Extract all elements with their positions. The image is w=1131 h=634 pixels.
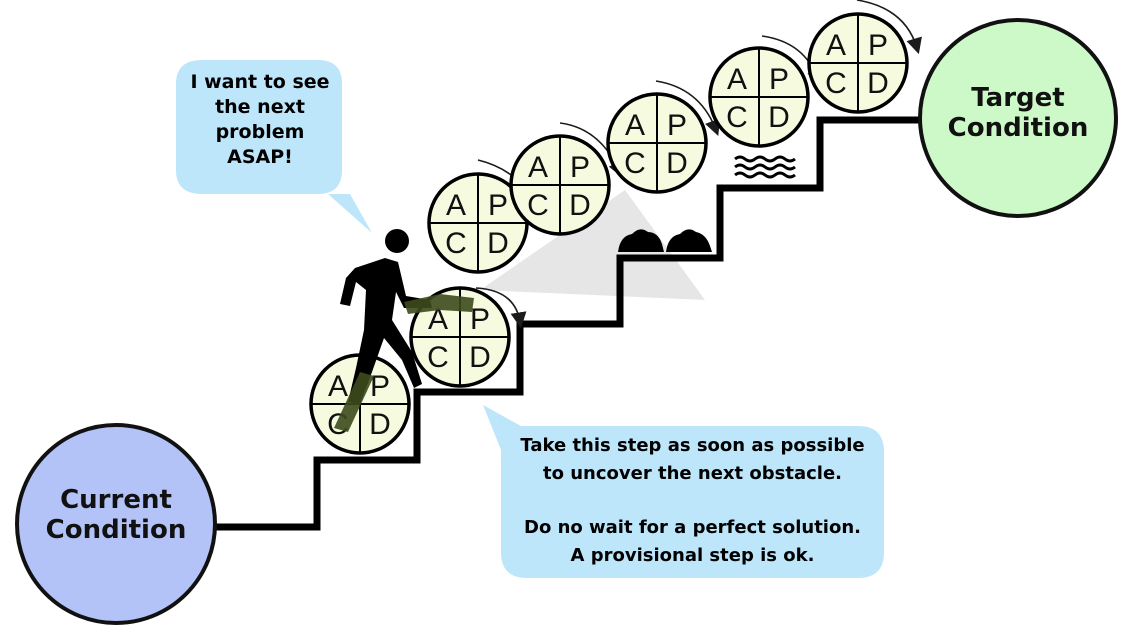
target-condition-circle [918,18,1118,218]
note-line-1: Take this step as soon as possible [520,435,865,456]
svg-text:A: A [528,151,548,184]
thought-line-4: ASAP! [227,146,293,168]
note-line-4: A provisional step is ok. [570,545,815,566]
svg-text:D: D [369,408,391,441]
svg-text:A: A [328,370,348,403]
svg-text:C: C [445,227,467,260]
svg-text:A: A [428,303,448,336]
current-condition-label: Current Condition [30,485,202,546]
svg-text:P: P [868,29,888,62]
svg-text:C: C [825,67,847,100]
svg-text:P: P [570,151,590,184]
svg-text:C: C [726,101,748,134]
svg-text:P: P [370,370,390,403]
svg-text:D: D [666,147,688,180]
pdca-circle-4: A P C D [509,134,611,236]
svg-text:A: A [826,29,846,62]
current-condition-line1: Current [60,485,172,515]
climbing-person-icon [340,229,432,404]
current-condition-line2: Condition [45,514,187,545]
svg-text:A: A [727,63,747,96]
svg-text:D: D [469,341,491,374]
svg-text:C: C [427,341,449,374]
rocks-icon [618,229,712,252]
svg-text:D: D [487,227,509,260]
current-condition-circle [15,423,217,625]
pdca-circle-2: A P C D [409,286,511,388]
note-bubble [483,405,884,578]
pdca-circle-3: A P C D [427,172,529,274]
target-condition-line2: Condition [947,112,1089,143]
motion-marks [334,294,474,432]
svg-text:C: C [624,147,646,180]
svg-text:D: D [867,67,889,100]
pdca-circle-5: A P C D [606,92,708,194]
thought-line-2: the next [215,96,305,118]
staircase-line [215,116,925,531]
svg-text:D: D [569,189,591,222]
note-line-3: Do no wait for a perfect solution. [524,517,861,538]
note-bubble-text: Take this step as soon as possible to un… [505,432,880,570]
thought-line-1: I want to see [190,71,330,93]
pdca-circle-7: A P C D [807,12,909,114]
svg-text:P: P [667,109,687,142]
pdca-circle-6: A P C D [708,46,810,148]
svg-text:C: C [527,189,549,222]
svg-text:P: P [769,63,789,96]
svg-text:P: P [470,303,490,336]
thought-bubble-text: I want to see the next problem ASAP! [180,70,340,170]
note-line-2: to uncover the next obstacle. [543,463,842,484]
shadow-cone [480,190,705,300]
thought-line-3: problem [215,121,305,143]
thought-bubble [176,60,372,233]
target-condition-label: Target Condition [932,83,1104,144]
note-spacer [505,488,880,514]
svg-text:A: A [625,109,645,142]
svg-text:D: D [768,101,790,134]
target-condition-line1: Target [971,83,1065,113]
water-waves-icon [734,155,796,179]
svg-text:A: A [446,189,466,222]
svg-text:P: P [488,189,508,222]
